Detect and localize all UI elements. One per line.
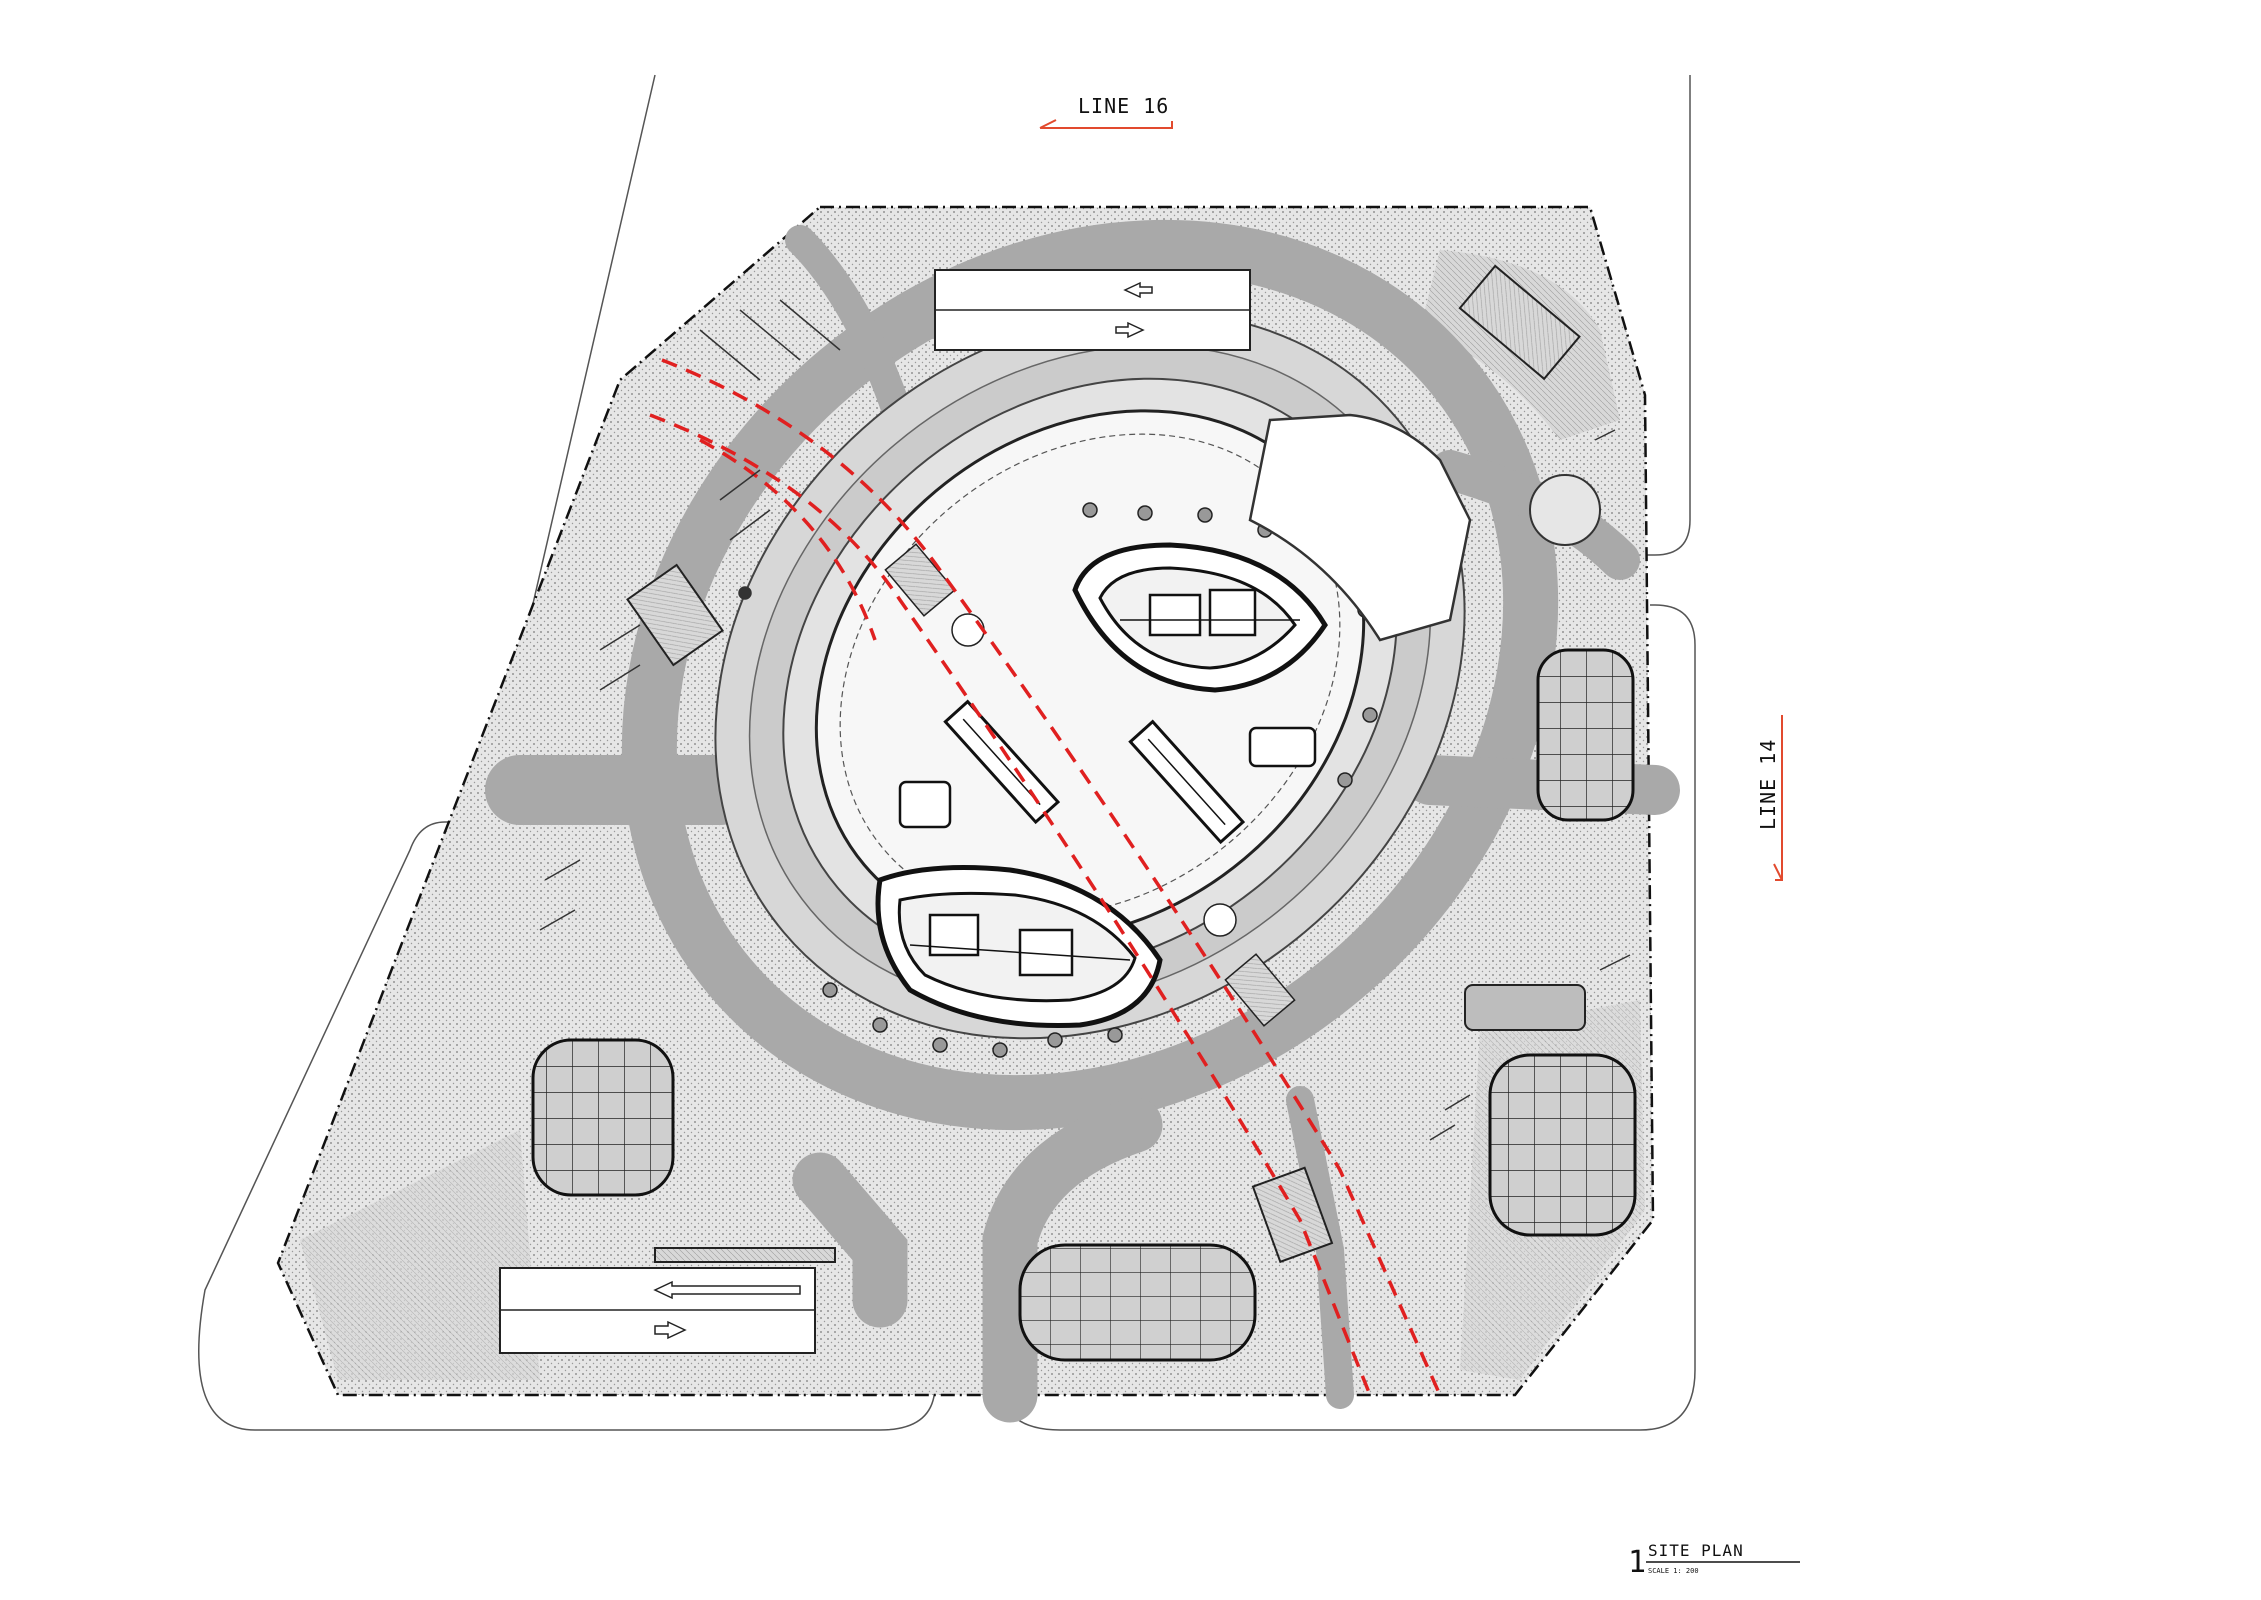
stair-blocks <box>626 264 1581 1264</box>
metro-tunnel-lines <box>649 358 1442 1396</box>
tower-core-south <box>875 865 1163 1029</box>
site-details <box>539 299 1631 1141</box>
canopies <box>531 648 1637 1362</box>
roundabout <box>1529 474 1601 546</box>
line-14-arrow <box>1773 715 1783 881</box>
plan-scale: SCALE 1: 200 <box>1648 1567 1699 1575</box>
line-16-label: LINE 16 <box>1078 94 1169 118</box>
line-14-label: LINE 14 <box>1756 739 1780 830</box>
plan-title: SITE PLAN <box>1648 1541 1744 1560</box>
plan-number: 1 <box>1628 1545 1646 1580</box>
line-16-arrow <box>1039 119 1173 129</box>
line-16-marker: LINE 16 <box>1039 94 1173 129</box>
line-14-marker: LINE 14 <box>1756 715 1783 881</box>
traffic-lanes <box>499 269 1586 1354</box>
title-block: 1 SITE PLAN SCALE 1: 200 <box>1628 1541 1800 1580</box>
northeast-courtyard <box>1248 413 1472 642</box>
tower-core-north <box>1072 542 1328 693</box>
